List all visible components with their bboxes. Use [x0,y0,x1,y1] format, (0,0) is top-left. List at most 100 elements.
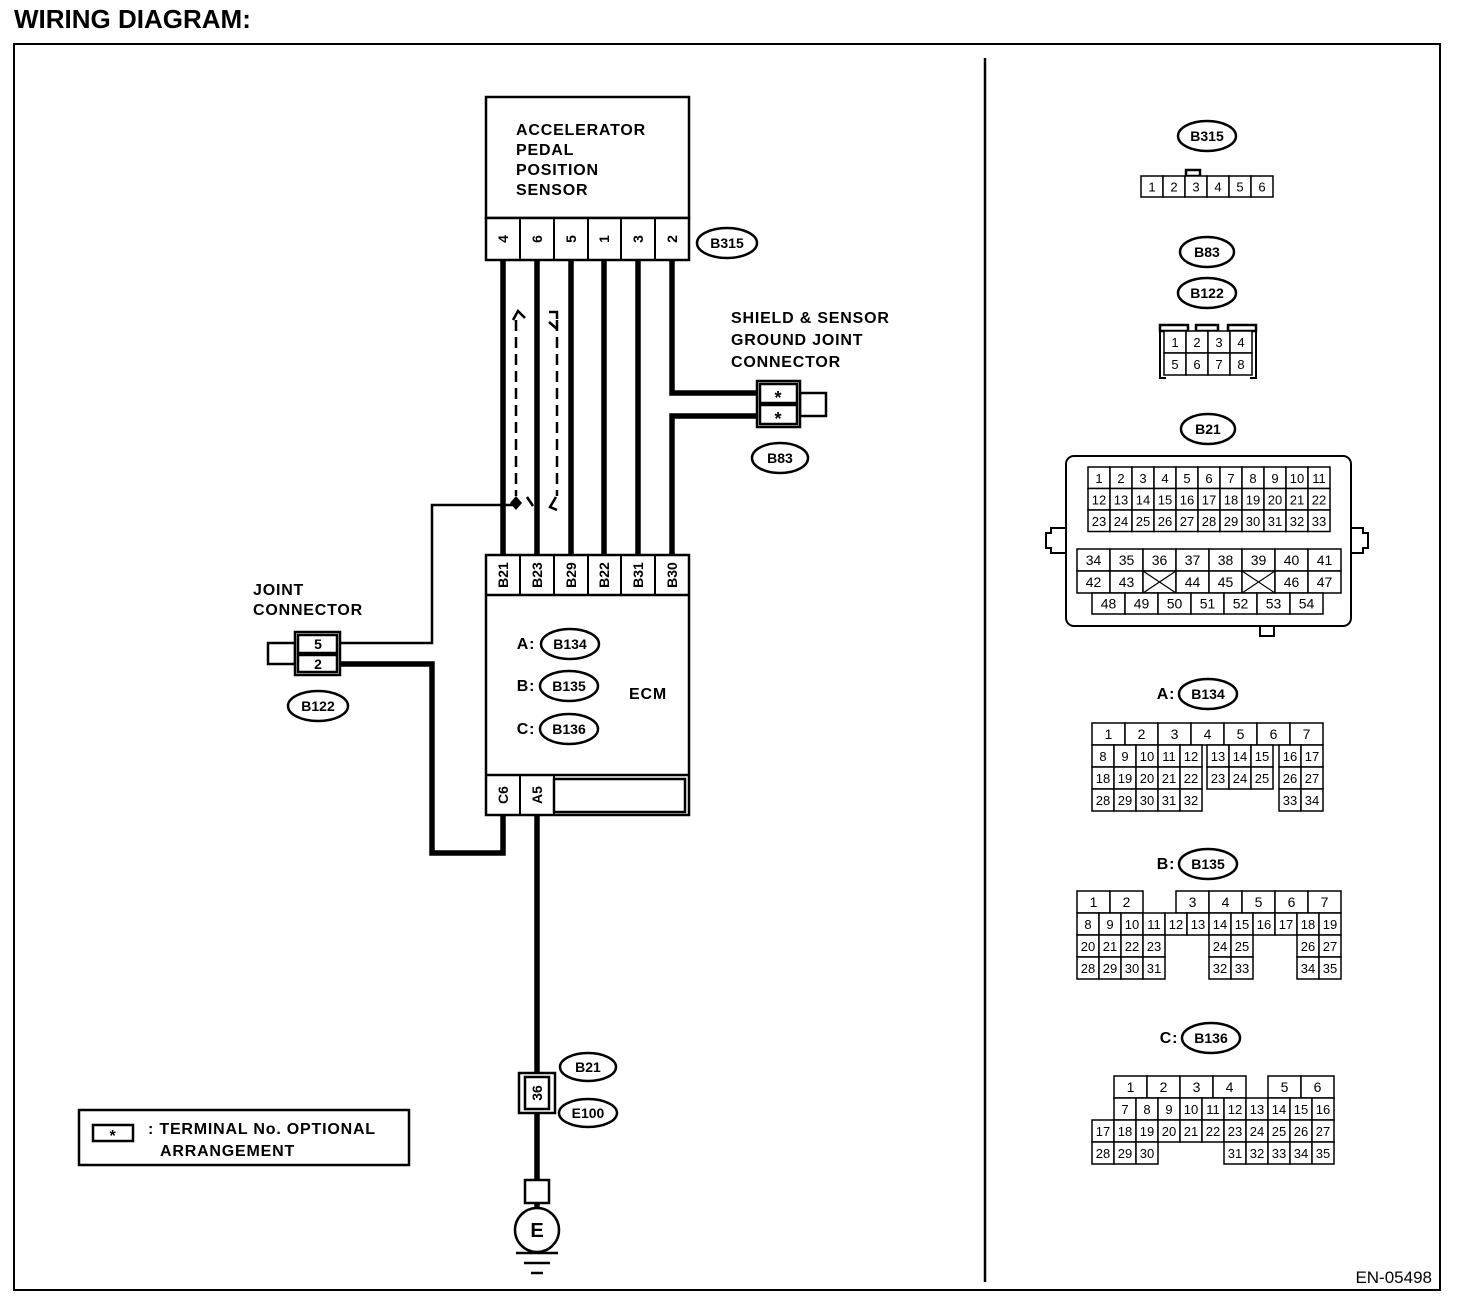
pin-number: 12 [1169,917,1183,932]
pin-number: 20 [1268,492,1282,507]
shield-top-right-mark [548,310,559,330]
shield-bottom-marks [525,496,558,512]
pin-number: 11 [1162,749,1176,764]
joint-connector-pin: 5 [314,636,322,652]
blank-cavity-cross [1142,570,1177,594]
sensor-connector-oval [695,226,759,260]
ground-joint-label-line: SHIELD & SENSOR [731,310,890,327]
pin-number: 31 [1268,514,1282,529]
pin-number: 29 [1118,793,1132,808]
joint-connector-pin: 2 [314,656,322,672]
pin-number: 26 [1158,514,1172,529]
connector-id-label: B134 [1191,686,1225,702]
wire-ground-joint-b30 [669,413,760,558]
connector-id-oval [1179,412,1237,446]
accelerator-pedal-position-sensor: ACCELERATOR PEDAL POSITION SENSOR 4 6 5 … [484,95,759,262]
pin-cell [1179,788,1203,812]
pin-number: 1 [1105,726,1113,742]
pin-number: 25 [1255,771,1269,786]
pin-cell [1135,1141,1159,1165]
pin-number: 13 [1250,1102,1264,1117]
ground-joint-terminal: * [774,388,781,408]
sensor-name-line: ACCELERATOR [516,122,646,139]
pin-number: 46 [1284,574,1300,590]
pin-number: 30 [1125,961,1139,976]
connector-id-oval [1176,276,1238,310]
pin-number: 31 [1162,793,1176,808]
pin-number: 8 [1143,1102,1150,1117]
pin-number: 4 [1161,471,1168,486]
pin-number: 8 [1099,749,1106,764]
pin-number: 9 [1106,917,1113,932]
pin-number: 4 [1204,726,1212,742]
pin-number: 25 [1272,1124,1286,1139]
pin-number: 3 [1192,180,1199,195]
ecm-bottom-pin: A5 [529,786,545,804]
pin-number: 6 [1314,1079,1322,1095]
pin-number: 5 [1281,1079,1289,1095]
pin-cell [1142,956,1166,980]
pin-number: 6 [1288,894,1296,910]
connector-id-oval [1177,677,1239,711]
pin-number: 32 [1213,961,1227,976]
pin-number: 35 [1119,552,1135,568]
pin-number: 8 [1084,917,1091,932]
pin-number: 1 [1171,335,1178,350]
pin-number: 1 [1090,894,1098,910]
joint-connector-label-line: CONNECTOR [253,602,363,619]
pin-number: 25 [1235,939,1249,954]
pin-number: 4 [1222,894,1230,910]
pin-number: 4 [1237,335,1244,350]
pin-number: 28 [1096,1146,1110,1161]
pin-number: 26 [1301,939,1315,954]
ecm-name: ECM [629,686,667,703]
b83-housing-outline [1159,331,1257,379]
ecm-top-pin: B29 [563,562,579,588]
ecm-top-pin: B31 [630,562,646,588]
pin-cell [1300,788,1324,812]
legend-symbol: * [109,1128,116,1145]
ecm-connector-oval [538,669,600,703]
b315-key-tab [1184,168,1202,178]
ecm-top-pin: B30 [664,562,680,588]
pin-number: 33 [1235,961,1249,976]
harness-wires [337,257,760,1211]
pin-number: 1 [1127,1079,1135,1095]
connector-id-oval [1180,1021,1242,1055]
pin-number: 12 [1092,492,1106,507]
ground-connector-oval [557,1097,619,1129]
sensor-pin: 6 [529,235,545,243]
pin-number: 34 [1294,1146,1308,1161]
pin-number: 4 [1226,1079,1234,1095]
pin-number: 23 [1092,514,1106,529]
pin-number: 23 [1211,771,1225,786]
b21-housing [1065,455,1352,627]
pin-number: 2 [1193,335,1200,350]
b21-left-latch [1045,527,1066,554]
pin-number: 31 [1228,1146,1242,1161]
ecm-connector-prefix: B: [517,678,535,695]
pin-number: 23 [1147,939,1161,954]
pin-number: 3 [1215,335,1222,350]
connector-view-prefix: A: [1157,686,1175,703]
pin-number: 9 [1165,1102,1172,1117]
pin-number: 14 [1233,749,1247,764]
pin-number: 52 [1233,596,1249,612]
pin-number: 49 [1134,596,1150,612]
pin-number: 9 [1121,749,1128,764]
connector-id-label: B315 [1190,128,1224,144]
joint-connector-oval [286,689,350,723]
ground-connector-id: E100 [572,1105,605,1121]
pin-number: 22 [1206,1124,1220,1139]
pin-number: 32 [1184,793,1198,808]
pin-number: 5 [1255,894,1263,910]
ground-point-symbol: E [530,1220,543,1242]
pin-number: 4 [1214,180,1221,195]
pin-number: 24 [1250,1124,1264,1139]
ecm-bottom-pin: C6 [495,786,511,804]
ecm-connector-id: B135 [552,678,586,694]
pin-number: 10 [1184,1102,1198,1117]
pin-number: 53 [1266,596,1282,612]
pin-number: 15 [1158,492,1172,507]
